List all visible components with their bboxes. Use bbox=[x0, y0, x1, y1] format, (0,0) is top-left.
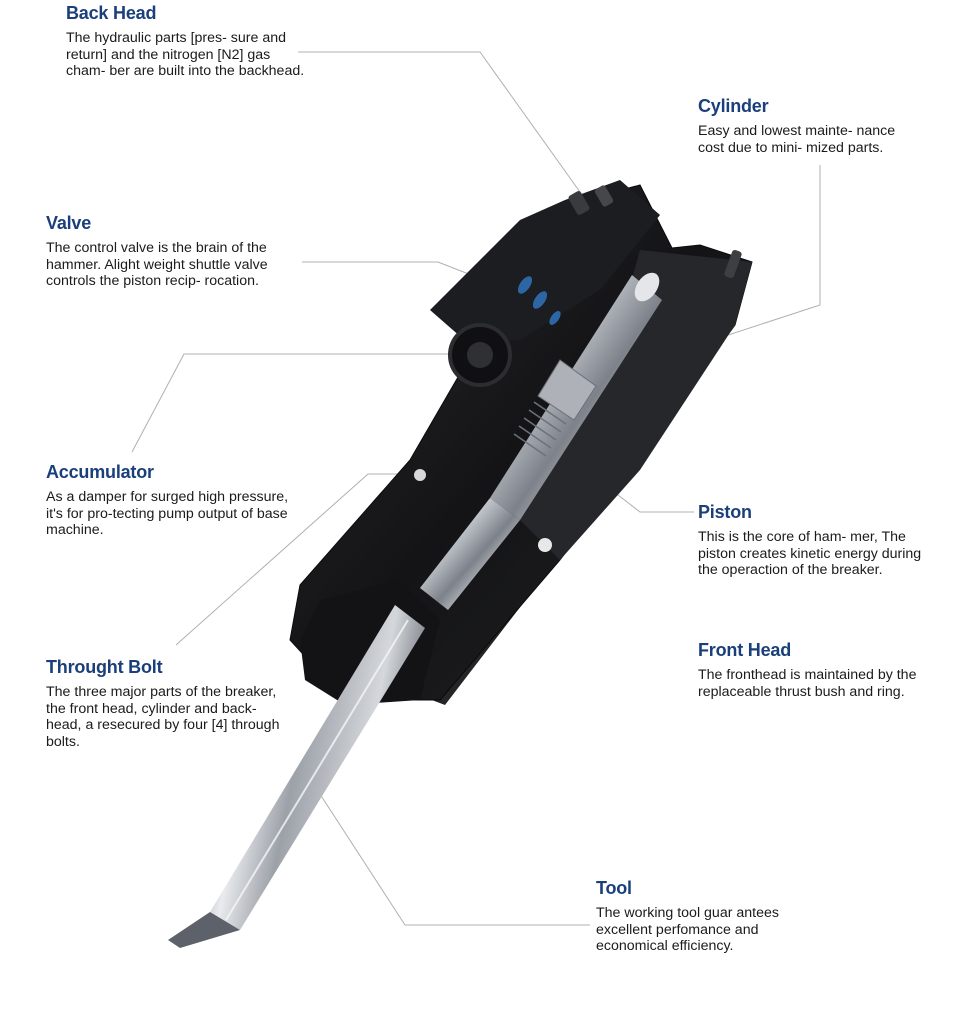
callout-description: The working tool guar antees excellent p… bbox=[596, 905, 779, 954]
callout-title: Piston bbox=[698, 502, 752, 522]
tool-tip bbox=[168, 912, 240, 948]
top-fitting-1 bbox=[568, 191, 590, 215]
callout-front-head: Front Head The fronthead is maintained b… bbox=[698, 640, 948, 700]
callout-piston: Piston This is the core of ham- mer, The… bbox=[698, 502, 928, 579]
callout-cylinder: Cylinder Easy and lowest mainte- nance c… bbox=[698, 96, 923, 156]
front-head-block bbox=[300, 580, 440, 705]
callout-description: The three major parts of the breaker, th… bbox=[46, 684, 280, 750]
callout-description: This is the core of ham- mer, The piston… bbox=[698, 529, 922, 578]
piston-collar bbox=[537, 359, 597, 421]
callout-description: As a damper for surged high pressure, it… bbox=[46, 489, 289, 538]
callout-title: Back Head bbox=[66, 3, 157, 23]
leader-accumulator bbox=[131, 353, 468, 453]
side-hole-2 bbox=[414, 469, 426, 481]
callout-description: The fronthead is maintained by the repla… bbox=[698, 667, 917, 700]
callout-title: Throught Bolt bbox=[46, 657, 163, 677]
callout-title: Tool bbox=[596, 878, 632, 898]
accumulator-cap bbox=[467, 342, 493, 368]
callout-title: Accumulator bbox=[46, 462, 154, 482]
callout-title: Front Head bbox=[698, 640, 792, 660]
side-hole-1 bbox=[538, 538, 552, 552]
piston-threads bbox=[513, 401, 567, 457]
breaker-housing bbox=[289, 180, 753, 705]
leader-tool bbox=[315, 787, 590, 926]
top-fitting-2 bbox=[594, 185, 614, 207]
cylinder-side-face bbox=[520, 250, 752, 560]
callout-back-head: Back Head The hydraulic parts [pres- sur… bbox=[66, 3, 306, 80]
tool-highlight bbox=[225, 619, 409, 921]
piston-top bbox=[634, 272, 660, 302]
callout-through-bolt: Throught Bolt The three major parts of t… bbox=[46, 657, 281, 750]
leader-lines bbox=[131, 51, 821, 926]
callout-title: Cylinder bbox=[698, 96, 769, 116]
back-head-block bbox=[430, 180, 660, 345]
callout-title: Valve bbox=[46, 213, 92, 233]
leader-back-head bbox=[298, 51, 581, 193]
callout-valve: Valve The control valve is the brain of … bbox=[46, 213, 296, 290]
callout-description: Easy and lowest mainte- nance cost due t… bbox=[698, 123, 896, 156]
callout-accumulator: Accumulator As a damper for surged high … bbox=[46, 462, 296, 539]
callout-tool: Tool The working tool guar antees excell… bbox=[596, 878, 826, 955]
callout-description: The hydraulic parts [pres- sure and retu… bbox=[66, 30, 305, 79]
piston-lower-rod bbox=[420, 498, 520, 610]
piston-assembly bbox=[420, 272, 662, 610]
callout-description: The control valve is the brain of the ha… bbox=[46, 240, 268, 289]
top-fitting-3 bbox=[724, 249, 742, 279]
tool-chisel bbox=[168, 605, 425, 948]
